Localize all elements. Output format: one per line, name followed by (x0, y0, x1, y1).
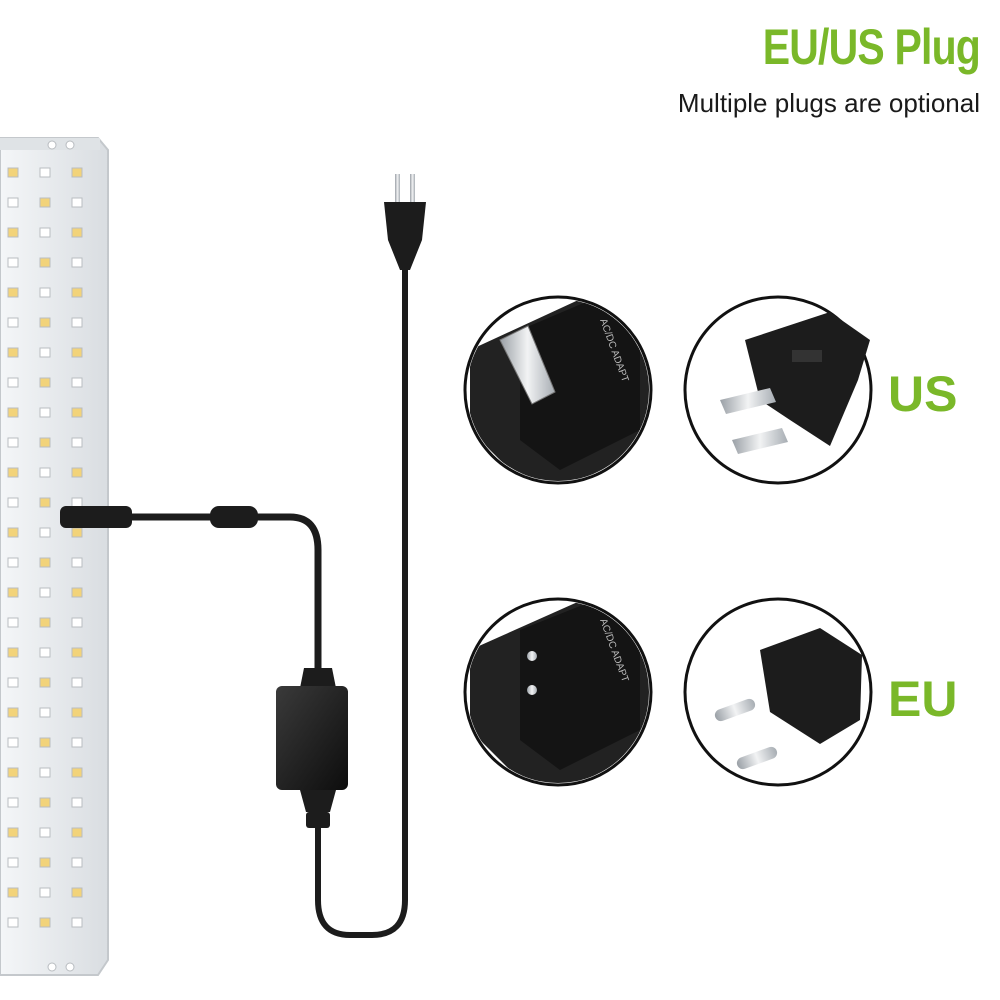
led-chip (39, 737, 51, 748)
led-chip (71, 227, 83, 238)
page-subtitle: Multiple plugs are optional (677, 88, 980, 118)
led-chip (39, 227, 51, 238)
led-chip (39, 917, 51, 928)
led-chip (7, 677, 19, 688)
led-chip (39, 677, 51, 688)
led-chip (7, 467, 19, 478)
led-chip (39, 467, 51, 478)
led-chip (7, 857, 19, 868)
led-chip (71, 407, 83, 418)
led-chip (7, 707, 19, 718)
led-chip (39, 407, 51, 418)
us-adapter-closeup: AC/DC ADAPT (463, 295, 653, 485)
led-chip (39, 587, 51, 598)
led-chip (7, 527, 19, 538)
led-chip (39, 797, 51, 808)
led-chip (71, 497, 83, 508)
led-chip (39, 887, 51, 898)
led-chip (7, 257, 19, 268)
led-chip (39, 827, 51, 838)
led-chip (39, 647, 51, 658)
led-chip (7, 227, 19, 238)
led-chip (7, 317, 19, 328)
led-chip (39, 557, 51, 568)
eu-label: EU (888, 671, 958, 727)
led-chip (71, 767, 83, 778)
led-chip (71, 317, 83, 328)
led-chip (39, 317, 51, 328)
led-chip (7, 407, 19, 418)
led-chip (71, 347, 83, 358)
eu-adapter-closeup: AC/DC ADAPT (463, 597, 653, 787)
led-chip (71, 917, 83, 928)
led-chip (39, 707, 51, 718)
led-chip (7, 497, 19, 508)
led-chip (71, 557, 83, 568)
led-chip (71, 527, 83, 538)
led-chip (71, 887, 83, 898)
page-title: EU/US Plug (762, 19, 981, 75)
led-chip (7, 437, 19, 448)
us-plug (683, 295, 873, 485)
led-chip (39, 347, 51, 358)
us-label: US (888, 366, 958, 422)
led-chip (39, 857, 51, 868)
led-chip (7, 197, 19, 208)
led-chip (7, 647, 19, 658)
led-chip (7, 167, 19, 178)
led-chip (39, 767, 51, 778)
led-chip (39, 497, 51, 508)
led-chip (71, 707, 83, 718)
led-chip (71, 377, 83, 388)
led-chip (71, 677, 83, 688)
led-chip (7, 587, 19, 598)
led-chip (71, 437, 83, 448)
led-chip (71, 737, 83, 748)
eu-plug (683, 597, 873, 787)
wall-plug (384, 174, 426, 270)
power-cable (60, 265, 408, 938)
led-chip (7, 797, 19, 808)
led-chip (71, 287, 83, 298)
led-chip (7, 617, 19, 628)
led-chip (71, 827, 83, 838)
led-chip (39, 167, 51, 178)
led-chip (71, 617, 83, 628)
led-chip (39, 437, 51, 448)
led-chip (7, 887, 19, 898)
led-chip (39, 287, 51, 298)
led-chip (71, 857, 83, 868)
led-chip (71, 797, 83, 808)
led-chip (39, 197, 51, 208)
led-chip (71, 587, 83, 598)
power-adapter (276, 668, 348, 828)
led-chip (7, 287, 19, 298)
led-chip (7, 737, 19, 748)
led-chip (71, 167, 83, 178)
led-chip (71, 197, 83, 208)
led-chip (71, 467, 83, 478)
led-chip (7, 347, 19, 358)
led-chip (7, 917, 19, 928)
grow-light-panel (0, 137, 109, 976)
led-chip (39, 527, 51, 538)
led-chip (39, 617, 51, 628)
led-chip (71, 257, 83, 268)
led-chip (7, 557, 19, 568)
led-chip (39, 257, 51, 268)
led-chip (7, 377, 19, 388)
led-chip (39, 377, 51, 388)
led-chip (71, 647, 83, 658)
led-chip (7, 827, 19, 838)
led-chip (7, 767, 19, 778)
